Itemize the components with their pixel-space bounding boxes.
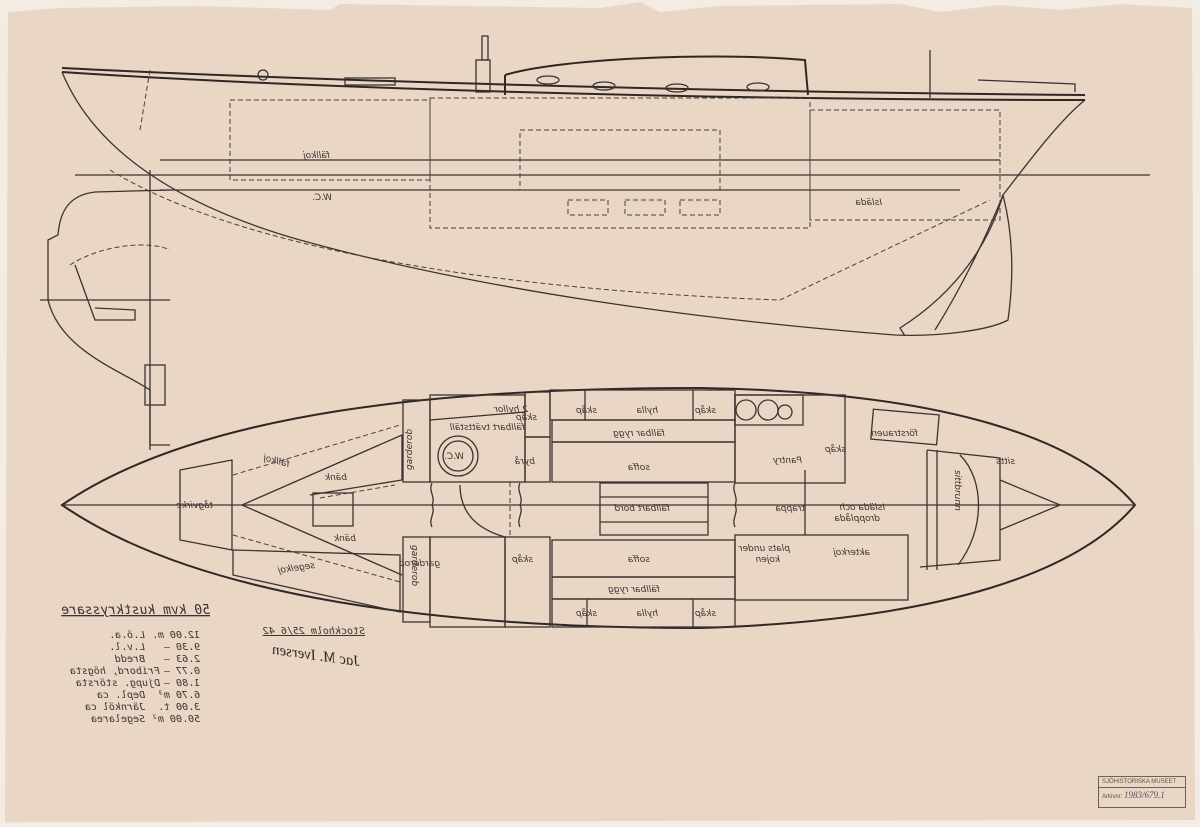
- label-skap: skåp: [516, 412, 537, 423]
- spec-label: Djupg. största: [76, 678, 161, 689]
- place-date: Stockholm 25/6 42: [263, 626, 365, 637]
- label-fallkoj: fällkoj: [303, 151, 330, 161]
- label-tagvirke: tågvirke: [176, 500, 213, 511]
- label-akterkoj: akterkoj: [833, 548, 870, 558]
- label-plats-under: plats under: [738, 544, 791, 554]
- label-garderob: garderob: [399, 559, 440, 569]
- plan-view: [60, 386, 1137, 630]
- spec-label: Segelarea: [91, 714, 145, 725]
- label-skap: skåp: [576, 405, 597, 416]
- label-wc: W.C.: [312, 193, 332, 203]
- spec-value: 6.70 m³: [158, 690, 200, 701]
- spec-label: L.v.l.: [109, 642, 145, 653]
- spec-label: Fribord, högsta: [70, 666, 160, 677]
- label-bank-bottom: bänk: [333, 534, 356, 544]
- label-bank-top: bänk: [324, 473, 347, 483]
- label-dropplada: dropplåda: [834, 513, 880, 524]
- label-soffa: soffa: [628, 463, 650, 473]
- spec-label: L.ö.a.: [109, 630, 145, 641]
- label-islada: Isläda: [855, 198, 882, 208]
- label-fallbar-rygg: fällbar rygg: [608, 585, 660, 595]
- label-islada-och: Isläda och: [839, 503, 885, 513]
- sheer-line: [61, 67, 1086, 96]
- label-pantry: Pantry: [772, 456, 802, 466]
- museum-stamp: SJÖHISTORISKA MUSEET Arkivnr: 1983/679.1: [1098, 776, 1186, 808]
- cabin-top: [504, 55, 809, 96]
- label-tvattstall: fällbart tvättställ: [449, 423, 525, 433]
- profile-view: fällkoj W.C. Isläda: [61, 35, 1150, 337]
- label-skap: skåp: [576, 608, 597, 619]
- spec-value: 3.00 t.: [158, 702, 201, 713]
- label-garderob-top: garderob: [405, 429, 415, 470]
- label-hylla: hylla: [636, 609, 658, 619]
- label-forstraten: förstrauen: [871, 429, 918, 439]
- label-garderob-bottom: garderob: [409, 545, 419, 586]
- spec-value: 1.80 –: [164, 678, 200, 689]
- label-kojen: kojen: [755, 555, 780, 565]
- spec-label: Depl. ca: [97, 690, 146, 701]
- stamp-archive-number: 1983/679.1: [1124, 790, 1165, 800]
- plan-labels: tågvirke fällkoj bänk bänk segelkoj gard…: [176, 405, 1015, 619]
- rudder: [899, 194, 1004, 337]
- label-byra: byrå: [515, 456, 535, 467]
- section-view: [40, 170, 171, 450]
- spec-value: 0.77 –: [164, 666, 200, 677]
- spec-value: 12.00 m.: [152, 630, 200, 641]
- paper-sheet: [5, 2, 1195, 822]
- label-skap: skåp: [695, 405, 716, 416]
- drawing-title: 50 kvm kustkryssare: [61, 603, 210, 618]
- label-hyllor: 2 hyllor: [493, 405, 528, 415]
- spec-value: 50.00 m²: [152, 714, 200, 725]
- label-hylla: hylla: [636, 406, 658, 416]
- label-fallbar-rygg: fällbar rygg: [613, 429, 665, 439]
- label-wc: W.C.: [444, 452, 464, 462]
- spec-label: Bredd: [114, 654, 145, 665]
- spec-value: 9.30 –: [164, 642, 200, 653]
- spec-label: Järnköl ca: [85, 702, 146, 713]
- stamp-museum: SJÖHISTORISKA MUSEET: [1099, 777, 1185, 788]
- label-skap: skåp: [512, 554, 533, 565]
- label-fallbart-bord: fällbart bord: [614, 504, 670, 514]
- label-skap: skåp: [825, 444, 846, 455]
- spec-value: 2.63 –: [164, 654, 200, 665]
- label-sitts: sitts: [996, 457, 1015, 467]
- stamp-archive-label: Arkivnr:: [1102, 794, 1123, 800]
- label-skap: skåp: [695, 608, 716, 619]
- label-sittbrunn: sittbrunn: [952, 470, 962, 511]
- label-trappa: trappa: [775, 504, 805, 514]
- label-soffa: soffa: [628, 555, 650, 565]
